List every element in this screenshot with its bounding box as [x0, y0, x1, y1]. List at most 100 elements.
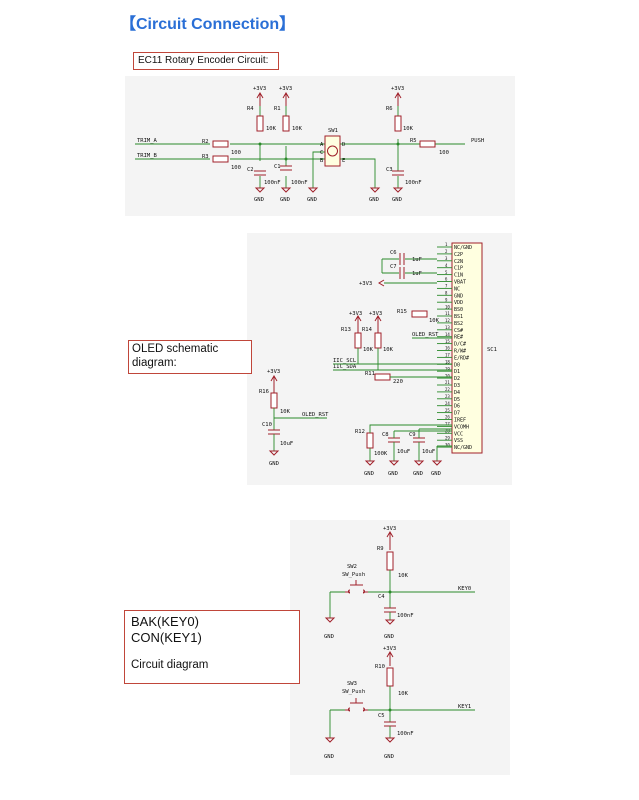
sc1-label: SC1 [487, 347, 497, 353]
ec11-r6 [394, 115, 402, 132]
c10-value: 10uF [280, 441, 293, 447]
oled-pin-name: IREF [454, 418, 466, 424]
oled-pin-name: D5 [454, 397, 460, 403]
gnd-2: GND [280, 197, 290, 203]
oled-pin-name: NC [454, 286, 460, 292]
ec11-r1 [282, 115, 290, 132]
r6-value: 10K [403, 126, 414, 132]
oled-pin-name: D0 [454, 362, 460, 368]
oled-pin-number: 2 [445, 249, 448, 254]
oled-pin-number: 16 [445, 346, 450, 351]
net-key1: KEY1 [458, 704, 471, 710]
oled-pin-name: BS1 [454, 314, 463, 320]
r10-value: 10K [398, 691, 409, 697]
ec11-pwr-r4: +3V3 [253, 86, 266, 92]
oled-pin-number: 23 [445, 394, 450, 399]
gnd-vss: GND [431, 471, 441, 477]
keys-r9 [386, 551, 394, 571]
oled-pin-number: 30 [445, 442, 450, 447]
net-oled-rst: OLED_RST [412, 332, 439, 338]
ec11-label-box: EC11 Rotary Encoder Circuit: [133, 52, 279, 70]
net-iic-scl: IIC_SCL [333, 358, 357, 364]
c6-label: C6 [390, 250, 397, 256]
oled-pin-name: D1 [454, 369, 460, 375]
c5-label: C5 [378, 713, 385, 719]
oled-pin-name: C1N [454, 273, 463, 279]
keys-r10 [386, 667, 394, 687]
oled-pin-number: 6 [445, 277, 448, 282]
pwr-r13: +3V3 [349, 311, 362, 317]
ec11-schematic-panel [125, 76, 515, 216]
oled-pin-number: 29 [445, 435, 450, 440]
oled-r11 [374, 373, 391, 381]
oled-pin-number: 5 [445, 270, 448, 275]
r14-label: R14 [362, 327, 373, 333]
r3-value: 100 [231, 165, 241, 171]
gnd-1: GND [254, 197, 264, 203]
pin-d: D [342, 142, 345, 148]
r9-value: 10K [398, 573, 409, 579]
pwr-r10: +3V3 [383, 646, 396, 652]
r4-value: 10K [266, 126, 277, 132]
gnd-r12: GND [364, 471, 374, 477]
r11-label: R11 [365, 371, 375, 377]
ec11-label: EC11 Rotary Encoder Circuit: [138, 55, 269, 66]
keys-label-line1: BAK(KEY0) [131, 614, 199, 629]
r4-label: R4 [247, 106, 254, 112]
oled-r15 [411, 310, 428, 318]
keys-label-line3: Circuit diagram [131, 659, 209, 671]
oled-pin-name: C1P [454, 266, 463, 272]
pin-e: E [342, 158, 345, 164]
pwr-r9: +3V3 [383, 526, 396, 532]
pin-a: A [320, 142, 324, 148]
oled-pin-number: 19 [445, 366, 450, 371]
oled-pin-number: 4 [445, 263, 448, 268]
oled-pin-number: 20 [445, 373, 450, 378]
gnd-c5: GND [384, 754, 394, 760]
keys-schematic-panel [290, 520, 510, 775]
oled-pin-name: GND [454, 293, 463, 299]
ec11-r4 [256, 115, 264, 132]
r16-value: 10K [280, 409, 291, 415]
oled-pin-name: D/C# [454, 342, 466, 348]
r5-value: 100 [439, 150, 449, 156]
r1-label: R1 [274, 106, 281, 112]
oled-schematic: SC1 1NC/GND2C2P3C2N4C1P5C1N6VBAT7NC8GND9… [259, 242, 497, 477]
pwr-r16: +3V3 [267, 369, 280, 375]
gnd-c4: GND [384, 634, 394, 640]
r2-value: 100 [231, 150, 241, 156]
ec11-r5 [419, 140, 436, 148]
oled-pin-number: 8 [445, 291, 448, 296]
r13-value: 10K [363, 347, 374, 353]
oled-pin-number: 25 [445, 408, 450, 413]
oled-pin-number: 7 [445, 284, 448, 289]
oled-pin-name: D2 [454, 376, 460, 382]
net-trim-a: TRIM_A [137, 138, 158, 144]
oled-pin-number: 27 [445, 422, 450, 427]
oled-pin-number: 26 [445, 415, 450, 420]
c2-label: C2 [247, 167, 254, 173]
r10-label: R10 [375, 664, 385, 670]
net-trim-b: TRIM_B [137, 153, 158, 159]
ec11-r2 [212, 140, 229, 148]
oled-pin-name: CS# [454, 328, 463, 334]
oled-r13 [354, 332, 362, 349]
oled-pin-number: 17 [445, 353, 450, 358]
c9-value: 10uF [422, 449, 435, 455]
oled-pin-name: D4 [454, 390, 460, 396]
oled-pin-name: R/W# [454, 349, 466, 355]
c1-value: 100nF [291, 180, 308, 186]
oled-pin-number: 18 [445, 360, 450, 365]
oled-r12 [366, 432, 374, 449]
gnd-c8: GND [388, 471, 398, 477]
r15-value: 10K [429, 318, 440, 324]
c6-value: 1uF [412, 257, 422, 263]
oled-pin-name: VBAT [454, 280, 466, 286]
oled-sc1 [451, 242, 483, 454]
oled-pin-name: C2N [454, 259, 463, 265]
oled-r16 [270, 392, 278, 409]
oled-pin-name: NC/GND [454, 445, 472, 451]
oled-pin-number: 21 [445, 380, 450, 385]
ec11-pwr-r6: +3V3 [391, 86, 404, 92]
oled-pin-name: VSS [454, 438, 463, 444]
